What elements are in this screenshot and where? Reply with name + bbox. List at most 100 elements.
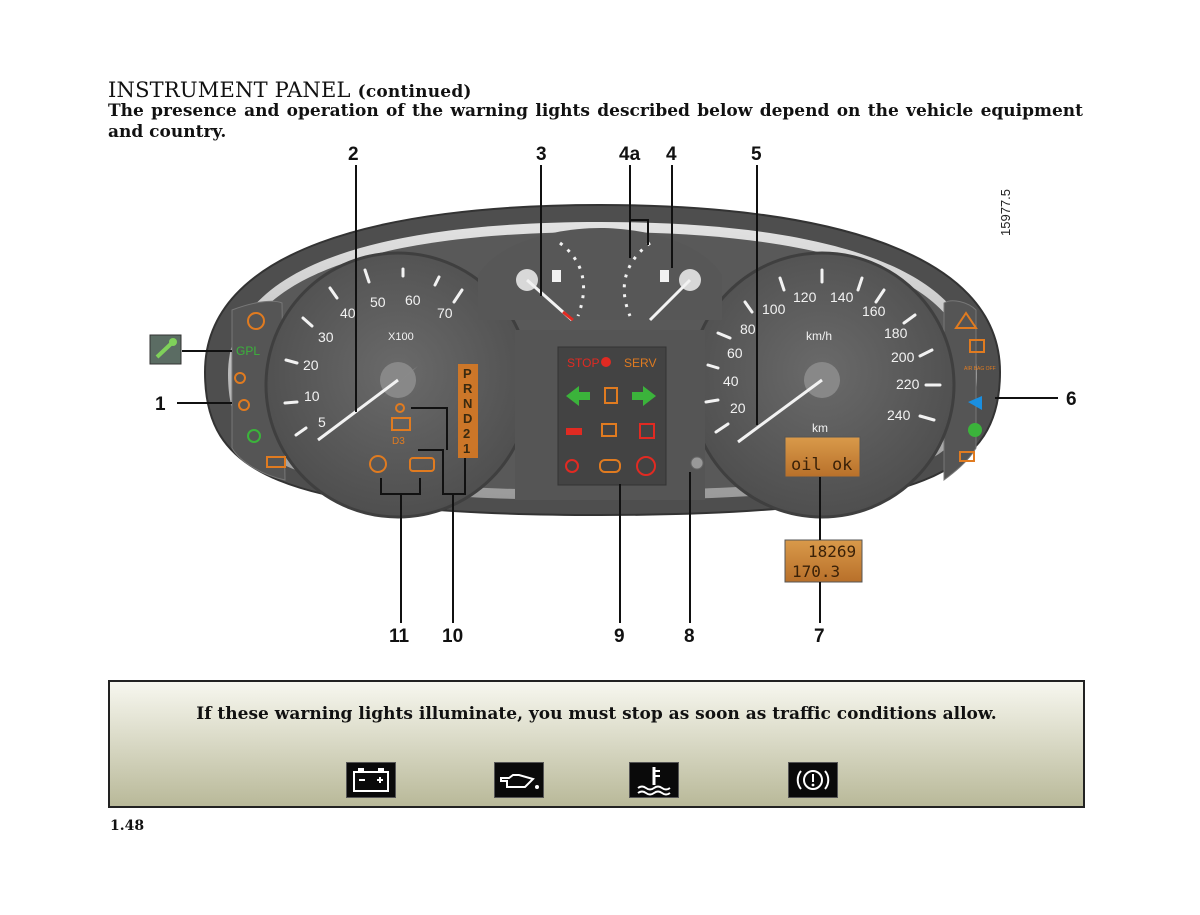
gear-p: P: [463, 366, 472, 381]
automatic-gearbox-icon: [391, 417, 411, 431]
reset-button: [690, 456, 704, 470]
tacho-unit: X100: [388, 331, 414, 343]
airbag-icon: [234, 372, 246, 384]
callout-11: 11: [389, 626, 410, 647]
callout-9: 9: [614, 626, 625, 647]
gear-1: 1: [463, 441, 470, 456]
battery-icon: [346, 762, 396, 798]
callout-1: 1: [155, 394, 166, 415]
speed-tick-80: 80: [740, 321, 756, 337]
tacho-tick-70: 70: [437, 305, 453, 321]
title-text: INSTRUMENT PANEL: [108, 78, 351, 102]
fuel-icon: [552, 270, 561, 282]
coolant-temperature-icon: [629, 762, 679, 798]
coolant-icon: [660, 270, 669, 282]
tacho-tick-20: 20: [303, 357, 319, 373]
front-defrost-icon: [959, 451, 975, 462]
tacho-tick-50: 50: [370, 294, 386, 310]
trip-text: 170.3: [792, 562, 840, 581]
main-beam-icon: [968, 396, 982, 410]
speed-tick-240: 240: [887, 407, 911, 423]
right-warning-strip: [943, 300, 977, 482]
callout-2: 2: [348, 144, 359, 165]
speedometer-ticks: [704, 268, 942, 434]
figure-reference-code: 15977.5: [998, 189, 1013, 236]
brake-warning-icon: [788, 762, 838, 798]
callout-4a: 4a: [619, 144, 641, 165]
coolant-warning-icon: [639, 423, 655, 439]
stop-warning-message: If these warning lights illuminate, you …: [196, 704, 997, 724]
gear-n: N: [463, 396, 472, 411]
page-number: 1.48: [110, 818, 145, 834]
sidelights-icon: [968, 423, 982, 437]
tacho-tick-60: 60: [405, 292, 421, 308]
abs-icon: [369, 455, 387, 473]
battery-warning-icon: [565, 459, 579, 473]
speed-tick-100: 100: [762, 301, 786, 317]
right-indicator-icon: [632, 386, 656, 406]
callout-lines: [177, 165, 1058, 623]
callout-4: 4: [666, 144, 677, 165]
door-open-icon: [969, 339, 985, 353]
tacho-tick-5: 5: [318, 414, 326, 430]
engine-management-icon: [409, 457, 435, 472]
hazard-icon: [954, 311, 978, 329]
speed-tick-220: 220: [896, 376, 920, 392]
speed-tick-160: 160: [862, 303, 886, 319]
left-indicator-icon: [566, 386, 590, 406]
serv-label: SERV: [624, 356, 656, 370]
coolant-gauge: [622, 241, 701, 322]
rear-defrost-icon: [266, 456, 286, 468]
speed-tick-180: 180: [884, 325, 908, 341]
brake-pad-icon: [247, 312, 265, 330]
lpg-label: GPL: [236, 344, 260, 358]
rear-screen-icon: [601, 423, 617, 437]
speed-tick-40: 40: [723, 373, 739, 389]
gearbox-d3-label: D3: [392, 436, 405, 447]
main-lcd-text: oil ok: [791, 455, 852, 475]
brake-system-icon: [636, 456, 656, 476]
airbag-off-label: AIR BAG OFF: [964, 366, 996, 372]
speed-tick-20: 20: [730, 400, 746, 416]
callout-5: 5: [751, 144, 762, 165]
speed-tick-140: 140: [830, 289, 854, 305]
speed-tick-120: 120: [793, 289, 817, 305]
gear-indicator: [458, 364, 478, 458]
low-tyre-icon: [566, 428, 582, 435]
tacho-tick-40: 40: [340, 305, 356, 321]
main-lcd: [784, 436, 861, 478]
page-title: INSTRUMENT PANEL (continued): [108, 78, 472, 102]
speed-tick-200: 200: [891, 349, 915, 365]
callout-7: 7: [814, 626, 825, 647]
callout-8: 8: [684, 626, 695, 647]
gear-d: D: [463, 411, 472, 426]
front-fog-icon: [247, 429, 261, 443]
gear-2: 2: [463, 426, 470, 441]
stop-warning-box: If these warning lights illuminate, you …: [108, 680, 1085, 808]
odometer-lcd: [784, 539, 863, 583]
callout-6: 6: [1066, 389, 1077, 410]
fuel-gauge: [516, 241, 586, 322]
stop-warning-icon: [601, 357, 611, 367]
intro-paragraph: The presence and operation of the warnin…: [108, 101, 1083, 142]
speed-unit: km/h: [806, 329, 832, 343]
tachometer-ticks: [283, 267, 464, 437]
center-gauge-housing: [478, 228, 722, 320]
odometer-text: 18269: [808, 542, 856, 561]
tacho-tick-30: 30: [318, 329, 334, 345]
fuel-warning-icon: [604, 387, 618, 404]
tacho-tick-10: 10: [304, 388, 320, 404]
preheat-icon: [395, 403, 405, 413]
title-suffix: (continued): [357, 82, 472, 102]
gear-r: R: [463, 381, 473, 396]
distance-unit: km: [812, 421, 828, 435]
stop-label: STOP: [567, 356, 599, 370]
tachometer-needle: [317, 378, 399, 442]
callout-3: 3: [536, 144, 547, 165]
callout-10: 10: [442, 626, 463, 647]
speed-tick-60: 60: [727, 345, 743, 361]
electronic-fault-icon: [599, 459, 621, 473]
speedometer-needle: [737, 378, 823, 444]
rear-fog-icon: [238, 399, 250, 411]
